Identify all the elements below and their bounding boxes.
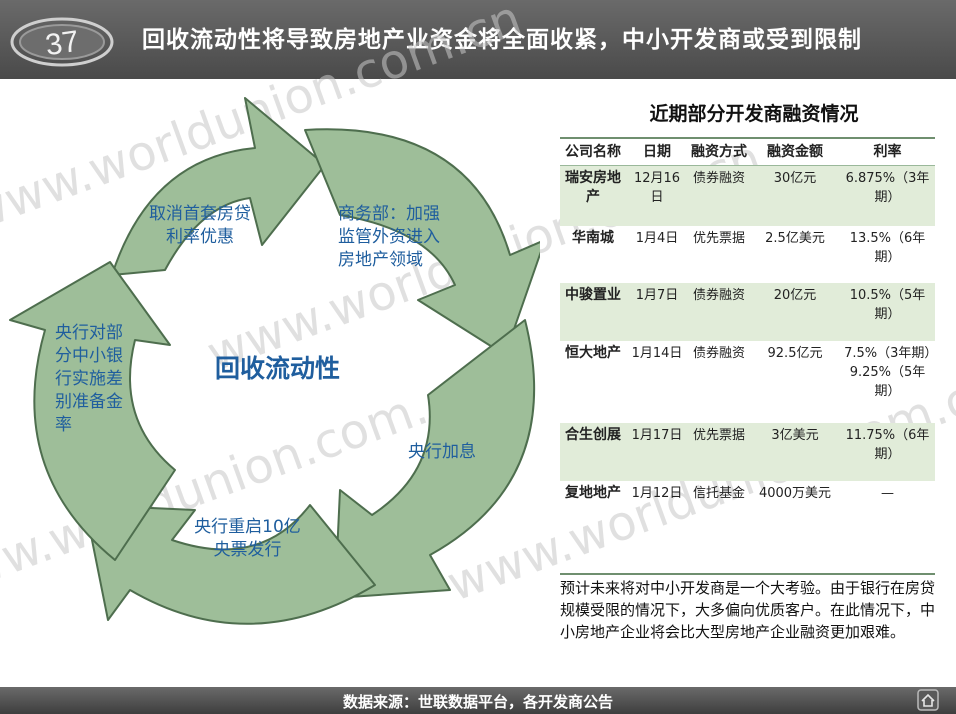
- label-reserve-ratio: 央行对部 分中小银 行实施差 别准备金 率: [55, 323, 123, 435]
- table-row: 合生创展 1月17日 优先票据 3亿美元 11.75%（6年期）: [560, 422, 935, 481]
- cell-rate: 6.875%（3年期）: [845, 171, 930, 205]
- cell-company: 恒大地产: [565, 344, 621, 361]
- cell-method: 债券融资: [692, 287, 745, 303]
- cycle-arrow-right: [334, 319, 536, 599]
- cell-date: 1月14日: [631, 345, 683, 361]
- table-row: 瑞安房地产 12月16日 债券融资 30亿元 6.875%（3年期）: [560, 165, 935, 226]
- cell-company: 中骏置业: [565, 286, 621, 303]
- cell-company: 复地地产: [565, 484, 621, 501]
- summary-note: 预计未来将对中小开发商是一个大考验。由于银行在房贷规模受限的情况下，大多偏向优质…: [560, 573, 935, 643]
- table-header-row: 公司名称 日期 融资方式 融资金额 利率: [560, 138, 935, 166]
- label-cancel-mortgage-discount: 取消首套房贷 利率优惠: [149, 204, 251, 247]
- cycle-arrow-left: [9, 261, 176, 561]
- cycle-center-label: 回收流动性: [215, 354, 341, 383]
- cell-amount: 30亿元: [773, 171, 817, 186]
- table-row: 华南城 1月4日 优先票据 2.5亿美元 13.5%（6年期）: [560, 226, 935, 283]
- cell-amount: 20亿元: [773, 287, 817, 303]
- table-row: 恒大地产 1月14日 债券融资 92.5亿元 7.5%（3年期）9.25%（5年…: [560, 341, 935, 423]
- cell-method: 债券融资: [692, 345, 745, 361]
- cell-company: 华南城: [572, 229, 614, 246]
- cell-rate: 13.5%（6年期）: [849, 230, 926, 265]
- page-title: 回收流动性将导致房地产业资金将全面收紧，中小开发商或受到限制: [142, 27, 862, 53]
- label-central-bank-bills: 央行重启10亿 央票发行: [194, 517, 301, 560]
- cell-date: 1月7日: [635, 287, 679, 303]
- cell-date: 12月16日: [633, 171, 681, 205]
- table-title: 近期部分开发商融资情况: [649, 103, 859, 125]
- cycle-diagram: [9, 97, 540, 625]
- header-company: 公司名称: [565, 144, 621, 160]
- header-bar: 37 回收流动性将导致房地产业资金将全面收紧，中小开发商或受到限制: [0, 0, 956, 79]
- cell-company: 瑞安房地产: [565, 170, 621, 205]
- table-row: 复地地产 1月12日 信托基金 4000万美元 —: [560, 481, 935, 539]
- cell-amount: 2.5亿美元: [765, 230, 825, 246]
- header-date: 日期: [643, 144, 671, 160]
- cell-rate: 7.5%（3年期）9.25%（5年期）: [844, 345, 931, 399]
- cycle-arrow-bottom: [84, 504, 376, 625]
- home-icon[interactable]: [917, 689, 939, 711]
- label-rate-hike: 央行加息: [408, 442, 476, 462]
- cell-company: 合生创展: [565, 426, 621, 443]
- cell-amount: 3亿美元: [771, 427, 819, 443]
- financing-table: 公司名称 日期 融资方式 融资金额 利率 瑞安房地产 12月16日 债券融资 3…: [560, 137, 935, 539]
- data-source: 数据来源：世联数据平台，各开发商公告: [342, 693, 613, 711]
- page-number-badge: 37: [10, 17, 114, 67]
- cycle-arrow-top-right: [304, 128, 540, 356]
- cell-amount: 4000万美元: [758, 485, 832, 501]
- cell-rate: 10.5%（5年期）: [849, 287, 926, 322]
- cell-amount: 92.5亿元: [767, 345, 823, 361]
- cell-method: 优先票据: [692, 427, 745, 443]
- header-rate: 利率: [873, 144, 902, 160]
- cell-date: 1月17日: [631, 427, 683, 443]
- cell-method: 信托基金: [692, 485, 745, 501]
- cell-rate: 11.75%（6年期）: [845, 427, 930, 462]
- header-method: 融资方式: [691, 144, 747, 160]
- label-mofcom-foreign-capital: 商务部：加强 监管外资进入 房地产领域: [338, 204, 440, 270]
- cycle-arrow-top-left: [111, 97, 326, 276]
- cell-method: 优先票据: [692, 230, 745, 246]
- table-row: 中骏置业 1月7日 债券融资 20亿元 10.5%（5年期）: [560, 282, 935, 341]
- page-number: 37: [43, 25, 81, 62]
- header-amount: 融资金额: [767, 144, 823, 160]
- cell-method: 债券融资: [692, 171, 745, 186]
- cell-rate: —: [881, 485, 894, 501]
- footer-bar: 数据来源：世联数据平台，各开发商公告: [0, 687, 956, 714]
- cell-date: 1月4日: [635, 230, 679, 246]
- cell-date: 1月12日: [631, 485, 683, 501]
